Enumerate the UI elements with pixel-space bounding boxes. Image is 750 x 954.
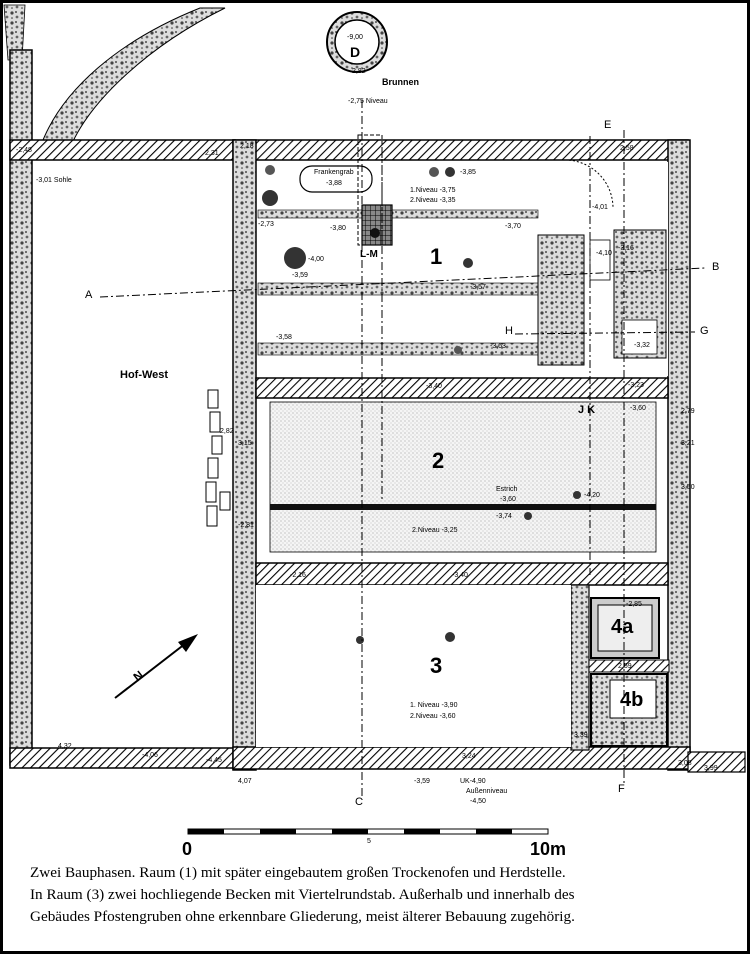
estrich-elev-label: -3,60: [500, 496, 516, 503]
elev-label: 2,59: [618, 663, 632, 670]
elev-label: -3,57: [470, 284, 486, 291]
elev-label: -3,32: [634, 342, 650, 349]
frankengrab-outline: [299, 165, 373, 193]
partition-1-2: [255, 377, 669, 399]
hof-west-wall-north: [9, 139, 236, 161]
niveau-label: 2.Niveau -3,25: [412, 527, 458, 534]
section-e-label: E: [604, 119, 612, 131]
elev-label: 2,18: [240, 143, 254, 150]
niveau-label: 1.Niveau -3,75: [410, 187, 456, 194]
section-jk-label: J K: [578, 404, 596, 416]
niveau-label: 2.Niveau -3,35: [410, 197, 456, 204]
elev-label: -2,48: [16, 147, 32, 154]
aussen-elev-label: -4,50: [470, 798, 486, 805]
elev-label: -3,74: [496, 513, 512, 520]
section-g-label: G: [700, 325, 709, 337]
scale-five-label: 5: [367, 838, 371, 845]
section-f-label: F: [618, 783, 625, 795]
elev-label: 2,79: [681, 408, 695, 415]
scale-ten-label: 10m: [530, 839, 567, 859]
hof-west-stones: [205, 389, 231, 527]
elev-label: -3,23: [628, 382, 644, 389]
section-c-label: C: [355, 796, 363, 808]
room-1-label: 1: [430, 244, 443, 269]
frankengrab-elev-label: -3,88: [326, 180, 342, 187]
elev-label: -3,59: [292, 272, 308, 279]
elev-label: 3,99: [704, 765, 718, 772]
scale-zero-label: 0: [182, 839, 193, 859]
section-lines: [99, 100, 706, 800]
elev-label: -2,73: [258, 221, 274, 228]
room-4a-label: 4a: [611, 616, 634, 638]
well-rim-label: 2,82: [352, 68, 366, 75]
curved-wall: [39, 7, 226, 149]
elev-label: -2,81: [238, 522, 254, 529]
elev-label: -3,58: [276, 334, 292, 341]
oven: [361, 204, 393, 246]
aussenniveau-label: Außenniveau: [466, 788, 508, 795]
well-depth-label: -9,00: [347, 34, 363, 41]
hof-west-label: Hof-West: [120, 369, 169, 381]
elev-label: -3,59: [414, 778, 430, 785]
north-arrow: [114, 634, 198, 699]
elev-label: -4,00: [308, 256, 324, 263]
elev-label: 2,82: [220, 428, 234, 435]
room-4b-label: 4b: [620, 689, 644, 711]
uk-label: UK-4,90: [460, 778, 486, 785]
elev-label: 3,21: [681, 440, 695, 447]
caption-line: Gebäudes Pfostengruben ohne erkennbare G…: [30, 908, 575, 925]
elev-label: -4,20: [584, 492, 600, 499]
elev-label: 3,39: [574, 732, 588, 739]
wall-4-west: [570, 584, 590, 751]
elev-label: 3,24: [462, 753, 476, 760]
elev-label: 3,50: [681, 484, 695, 491]
elev-label: -3,70: [505, 223, 521, 230]
elev-label: -3,40: [452, 572, 468, 579]
elev-label: 2,31: [205, 150, 219, 157]
elev-label: -3,80: [330, 225, 346, 232]
estrich-label: Estrich: [496, 486, 518, 493]
wall-4a-4b: [588, 659, 670, 673]
elev-label: -3,63: [490, 343, 506, 350]
herdstelle-arc: [564, 159, 614, 209]
elev-label: 3,15: [238, 440, 252, 447]
section-h-label: H: [505, 325, 513, 337]
caption-line: In Raum (3) zwei hochliegende Becken mit…: [30, 886, 575, 903]
well-letter-label: D: [350, 44, 361, 60]
elev-label: 2,58: [620, 145, 634, 152]
estrich-floor: [269, 401, 657, 553]
room-3-label: 3: [430, 653, 443, 678]
scale-bar: [187, 828, 549, 835]
niveau-label: 1. Niveau -3,90: [410, 702, 458, 709]
elev-label: 3,08: [678, 760, 692, 767]
elev-label: -4,10: [596, 250, 612, 257]
east-wall: [667, 139, 691, 771]
room-2-label: 2: [432, 448, 445, 473]
elev-label: -4,06: [142, 752, 158, 759]
niveau-top-label: -2,75 Niveau: [348, 98, 388, 105]
elev-label: -3,40: [426, 383, 442, 390]
elev-label: -2,16: [290, 572, 306, 579]
section-lm-label: L-M: [360, 249, 378, 260]
elev-label: 4,32: [58, 743, 72, 750]
section-a-label: A: [85, 289, 93, 301]
elev-label: -3,16: [618, 245, 634, 252]
niveau-label: 2.Niveau -3,60: [410, 713, 456, 720]
elev-label: -3,60: [630, 405, 646, 412]
frankengrab-label: Frankengrab: [314, 169, 354, 176]
caption-line: Zwei Bauphasen. Raum (1) mit später eing…: [30, 864, 566, 881]
elev-label: 4,07: [238, 778, 252, 785]
elev-label: -2,85: [626, 601, 642, 608]
hof-west-wall-south: [9, 747, 236, 769]
well-name-label: Brunnen: [382, 77, 419, 87]
section-b-label: B: [712, 261, 720, 273]
sohle-label: -3,01 Sohle: [36, 177, 72, 184]
elev-label: -4,01: [592, 204, 608, 211]
caption: Zwei Bauphasen. Raum (1) mit später eing…: [30, 862, 730, 928]
west-wall: [232, 139, 257, 771]
elev-label: -3,85: [460, 169, 476, 176]
elev-label: -4,45: [206, 757, 222, 764]
